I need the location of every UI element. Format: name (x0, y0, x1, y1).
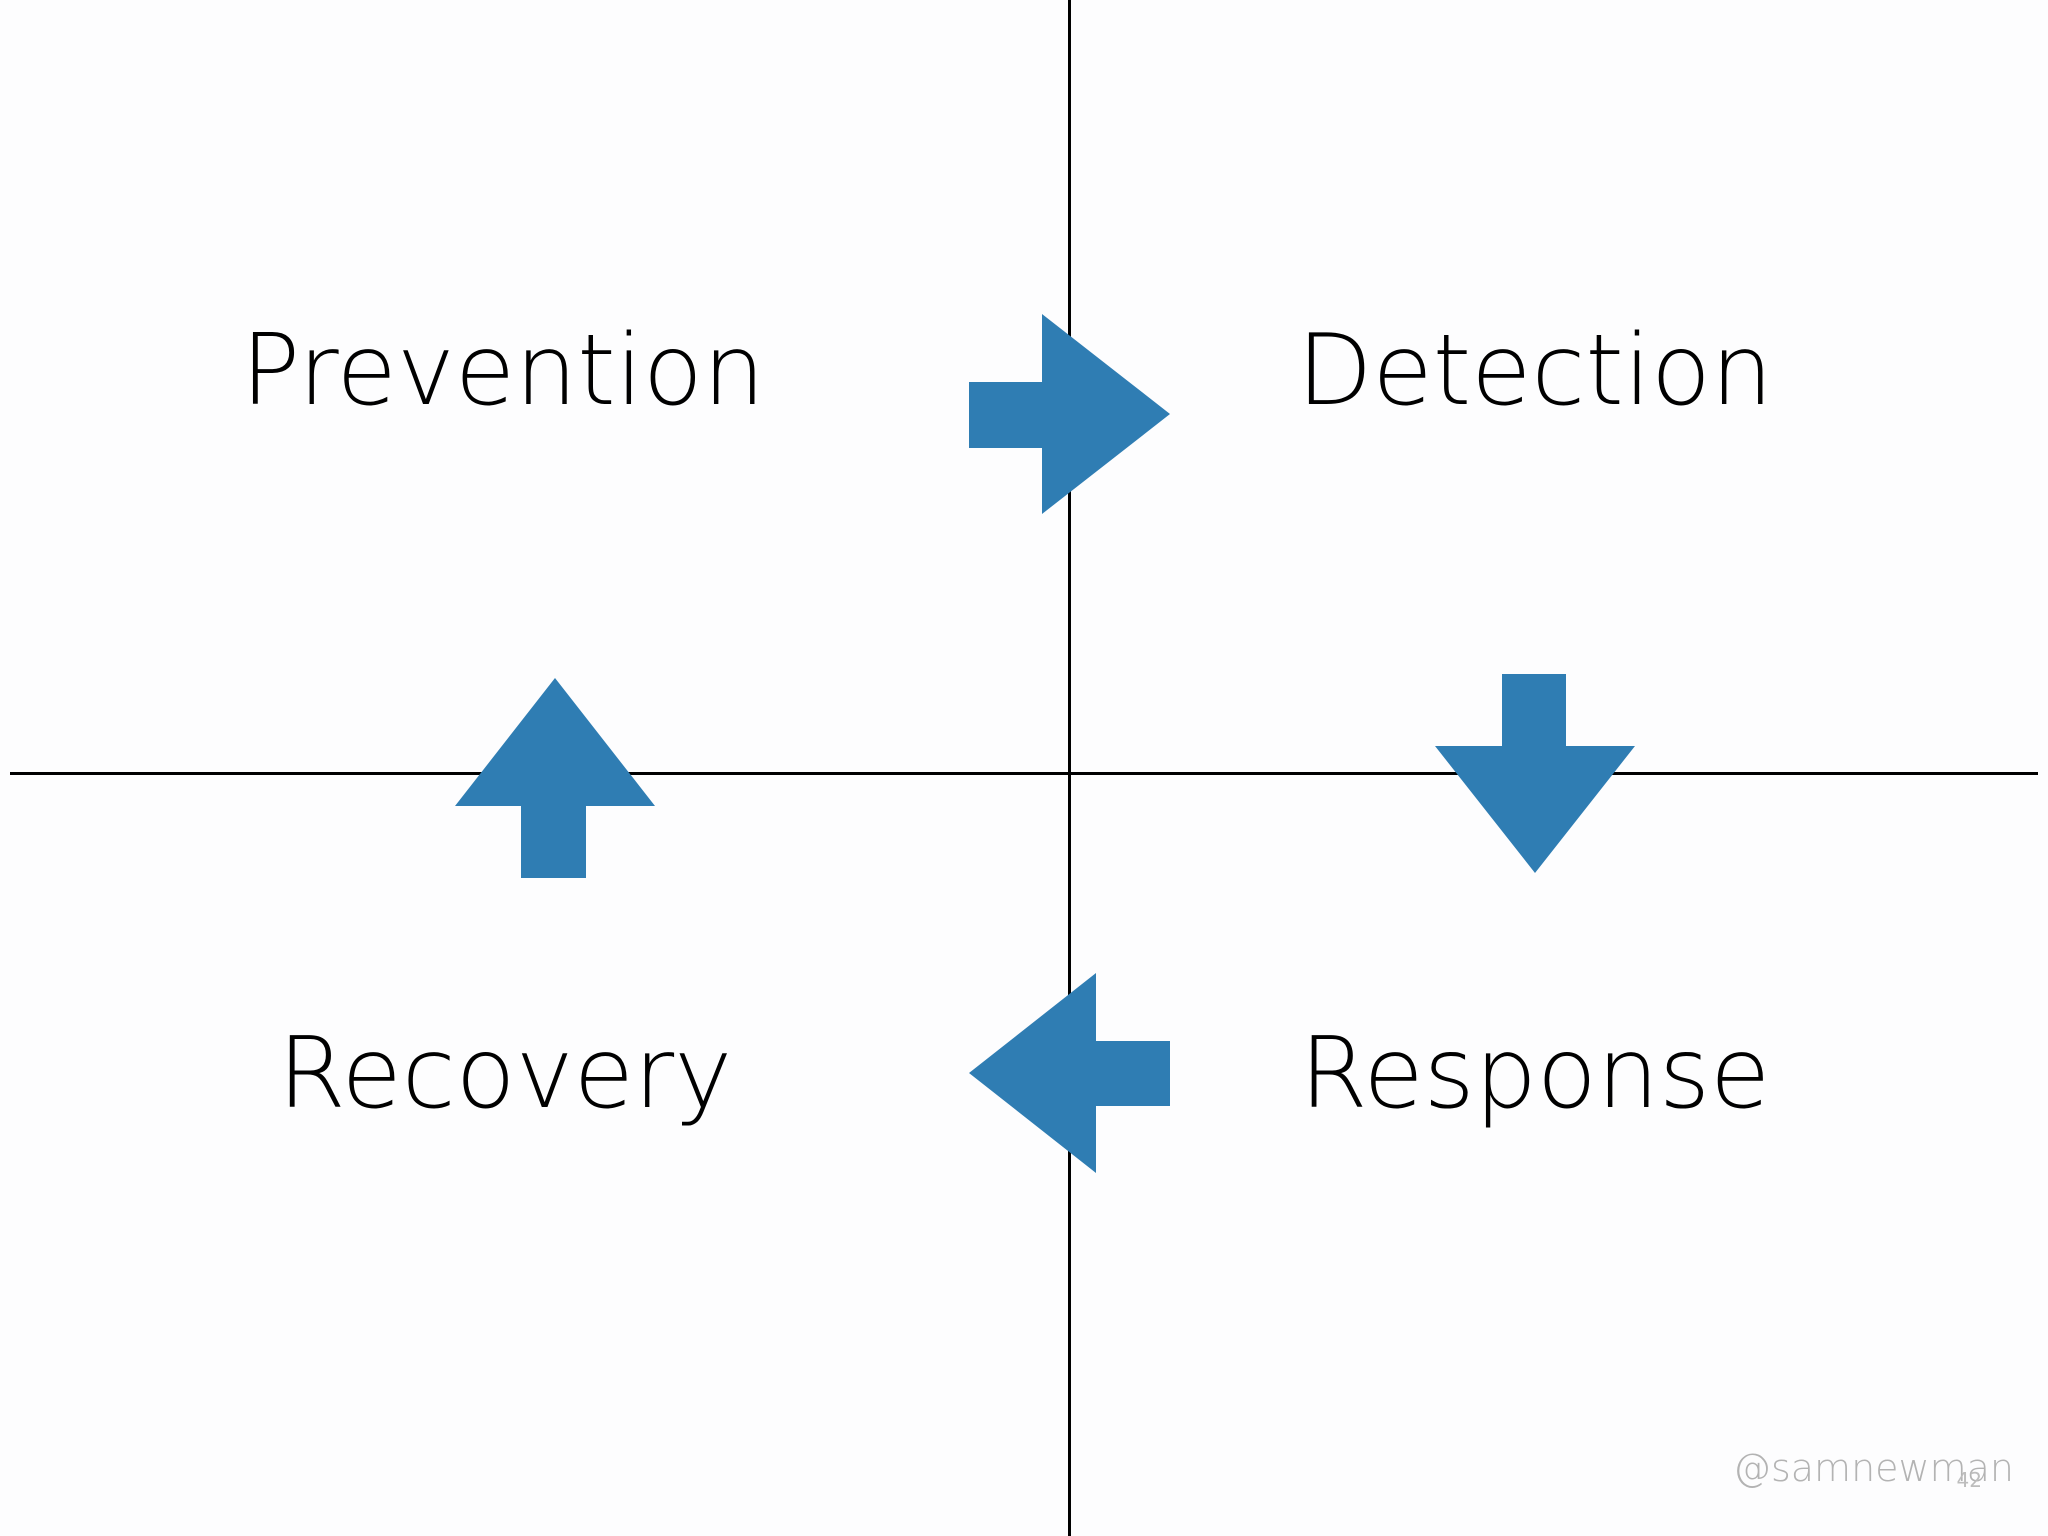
arrow-up-icon (455, 678, 655, 878)
response-label: Response (1299, 1017, 1771, 1131)
detection-label: Detection (1296, 314, 1774, 428)
vertical-axis-line (1068, 0, 1071, 1536)
author-handle: @samnewman (1732, 1446, 2014, 1490)
page-number: 42 (1956, 1468, 1982, 1492)
arrow-right-icon (969, 314, 1170, 514)
recovery-label: Recovery (277, 1017, 733, 1131)
arrow-down-icon (1435, 674, 1635, 873)
horizontal-axis-line (10, 772, 2038, 775)
arrow-left-icon (969, 973, 1170, 1173)
prevention-label: Prevention (241, 314, 765, 428)
